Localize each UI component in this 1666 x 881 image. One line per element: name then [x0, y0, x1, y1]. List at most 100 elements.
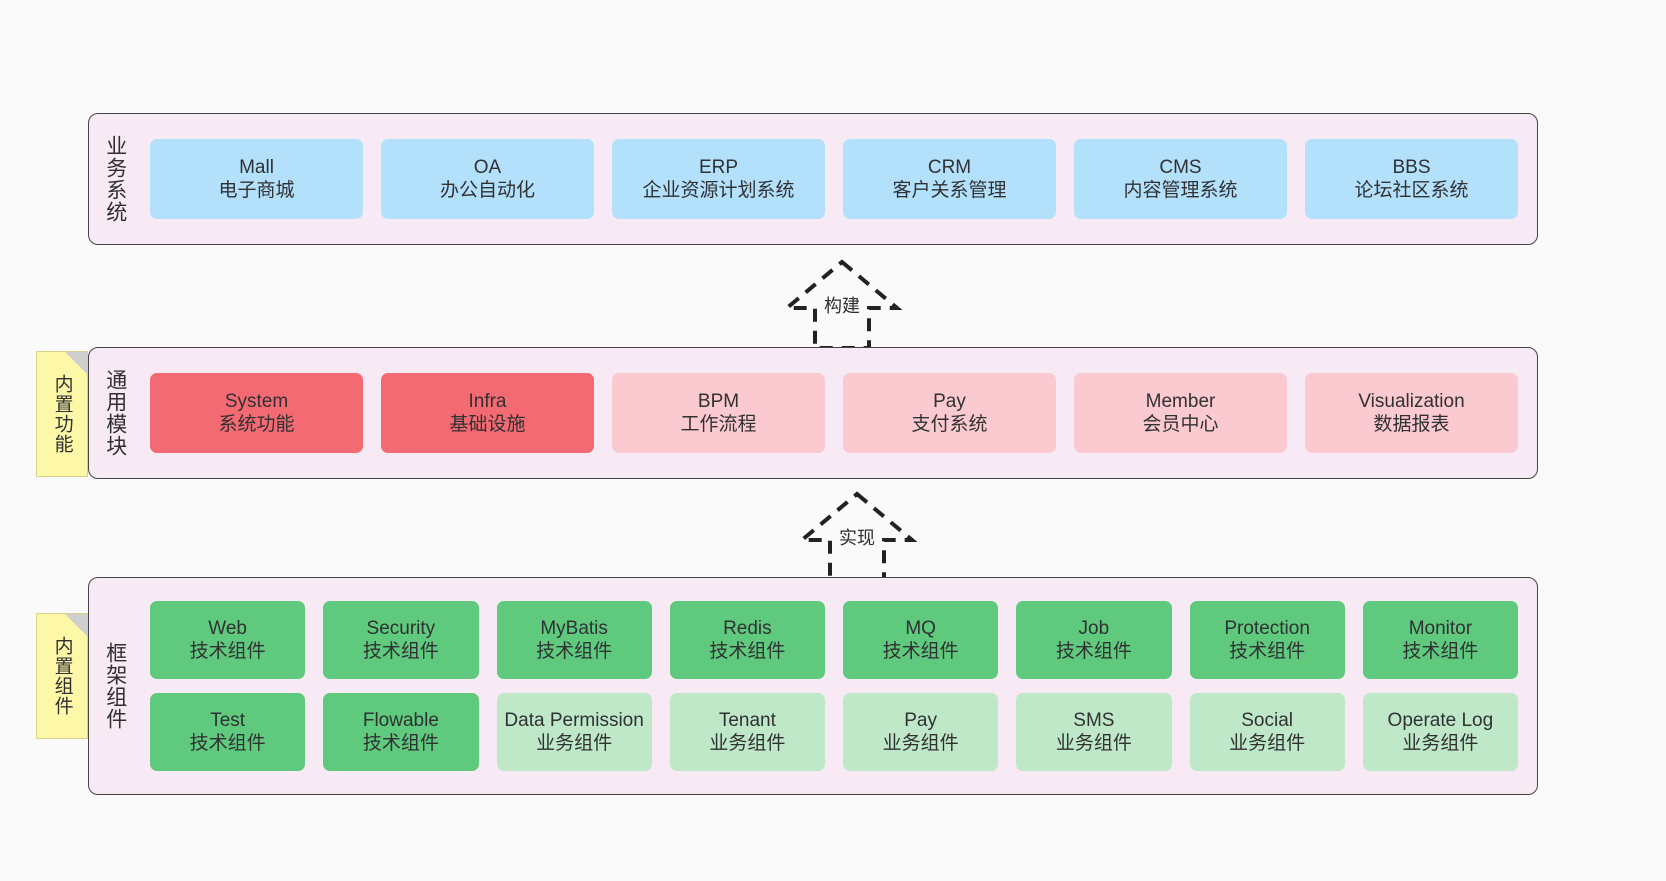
card-mall-en: Mall [239, 156, 274, 178]
card-job-cn: 技术组件 [1055, 641, 1132, 662]
card-bpm-en: BPM [697, 390, 740, 412]
card-web-en: Web [208, 617, 247, 639]
card-bbs-cn: 论坛社区系统 [1354, 180, 1469, 201]
card-operate-log[interactable]: Operate Log 业务组件 [1362, 693, 1518, 771]
card-visualization[interactable]: Visualization 数据报表 [1305, 373, 1518, 453]
card-crm-en: CRM [927, 156, 972, 178]
card-crm[interactable]: CRM 客户关系管理 [843, 139, 1056, 219]
card-web[interactable]: Web 技术组件 [150, 601, 306, 679]
layer-business-systems: 业务系统 Mall 电子商城 OA 办公自动化 ERP 企业资源计划系统 CRM… [88, 113, 1538, 245]
card-tenant-en: Tenant [718, 709, 776, 731]
card-pay-component-en: Pay [904, 709, 937, 731]
card-tenant-cn: 业务组件 [709, 733, 786, 754]
card-monitor-cn: 技术组件 [1402, 641, 1479, 662]
card-protection[interactable]: Protection 技术组件 [1189, 601, 1345, 679]
note-fold-icon [65, 352, 87, 374]
card-bpm[interactable]: BPM 工作流程 [612, 373, 825, 453]
card-mq[interactable]: MQ 技术组件 [843, 601, 999, 679]
card-infra[interactable]: Infra 基础设施 [381, 373, 594, 453]
card-erp-en: ERP [698, 156, 739, 178]
card-pay-module-en: Pay [933, 390, 966, 412]
card-redis-cn: 技术组件 [709, 641, 786, 662]
layer-body-business-systems: Mall 电子商城 OA 办公自动化 ERP 企业资源计划系统 CRM 客户关系… [141, 114, 1537, 244]
note-builtin-features: 内置功能 [36, 351, 88, 477]
layer-title-framework-components: 框架组件 [103, 642, 127, 730]
card-social-cn: 业务组件 [1229, 733, 1306, 754]
card-cms[interactable]: CMS 内容管理系统 [1074, 139, 1287, 219]
card-redis[interactable]: Redis 技术组件 [669, 601, 825, 679]
connector-build: 构建 [757, 256, 927, 352]
card-data-permission-en: Data Permission [504, 709, 644, 731]
card-job-en: Job [1078, 617, 1110, 639]
card-social-en: Social [1241, 709, 1293, 731]
card-security-cn: 技术组件 [362, 641, 439, 662]
card-operate-log-en: Operate Log [1387, 709, 1494, 731]
card-visualization-cn: 数据报表 [1373, 414, 1450, 435]
card-data-permission-cn: 业务组件 [536, 733, 613, 754]
card-monitor[interactable]: Monitor 技术组件 [1362, 601, 1518, 679]
card-data-permission[interactable]: Data Permission 业务组件 [496, 693, 652, 771]
card-erp[interactable]: ERP 企业资源计划系统 [612, 139, 825, 219]
card-security[interactable]: Security 技术组件 [323, 601, 479, 679]
note-fold-icon [65, 614, 87, 636]
card-cms-en: CMS [1159, 156, 1202, 178]
card-operate-log-cn: 业务组件 [1402, 733, 1479, 754]
card-system-en: System [224, 390, 289, 412]
card-flowable[interactable]: Flowable 技术组件 [323, 693, 479, 771]
card-mq-en: MQ [905, 617, 936, 639]
card-sms-en: SMS [1073, 709, 1115, 731]
card-system[interactable]: System 系统功能 [150, 373, 363, 453]
layer-framework-components: 框架组件 Web 技术组件 Security 技术组件 MyBatis 技术组件… [88, 577, 1538, 795]
card-test-en: Test [210, 709, 246, 731]
card-test-cn: 技术组件 [189, 733, 266, 754]
card-oa-cn: 办公自动化 [439, 180, 535, 201]
card-job[interactable]: Job 技术组件 [1016, 601, 1172, 679]
card-pay-module-cn: 支付系统 [911, 414, 988, 435]
card-pay-module[interactable]: Pay 支付系统 [843, 373, 1056, 453]
connector-implement-label: 实现 [839, 528, 875, 548]
card-sms[interactable]: SMS 业务组件 [1016, 693, 1172, 771]
card-erp-cn: 企业资源计划系统 [642, 180, 795, 201]
card-member-en: Member [1145, 390, 1216, 412]
card-pay-component[interactable]: Pay 业务组件 [843, 693, 999, 771]
layer-title-common-modules: 通用模块 [103, 369, 127, 457]
card-system-cn: 系统功能 [218, 414, 295, 435]
card-bbs-en: BBS [1392, 156, 1431, 178]
connector-build-label: 构建 [824, 296, 860, 316]
card-mybatis[interactable]: MyBatis 技术组件 [496, 601, 652, 679]
card-sms-cn: 业务组件 [1055, 733, 1132, 754]
note-builtin-features-label: 内置功能 [51, 374, 73, 454]
card-monitor-en: Monitor [1408, 617, 1473, 639]
framework-row-technical: Web 技术组件 Security 技术组件 MyBatis 技术组件 Redi… [141, 601, 1527, 679]
card-infra-en: Infra [468, 390, 507, 412]
card-test[interactable]: Test 技术组件 [150, 693, 306, 771]
layer-title-business-systems: 业务系统 [103, 135, 127, 223]
card-oa[interactable]: OA 办公自动化 [381, 139, 594, 219]
card-mybatis-en: MyBatis [540, 617, 608, 639]
framework-row-business: Test 技术组件 Flowable 技术组件 Data Permission … [141, 693, 1527, 771]
card-member[interactable]: Member 会员中心 [1074, 373, 1287, 453]
card-redis-en: Redis [723, 617, 772, 639]
card-bbs[interactable]: BBS 论坛社区系统 [1305, 139, 1518, 219]
note-builtin-components-label: 内置组件 [51, 636, 73, 716]
card-mq-cn: 技术组件 [882, 641, 959, 662]
note-builtin-components: 内置组件 [36, 613, 88, 739]
connector-implement: 实现 [772, 488, 942, 584]
card-protection-en: Protection [1224, 617, 1310, 639]
card-visualization-en: Visualization [1358, 390, 1465, 412]
card-web-cn: 技术组件 [189, 641, 266, 662]
card-flowable-en: Flowable [362, 709, 439, 731]
card-flowable-cn: 技术组件 [362, 733, 439, 754]
layer-body-common-modules: System 系统功能 Infra 基础设施 BPM 工作流程 Pay 支付系统… [141, 348, 1537, 478]
card-bpm-cn: 工作流程 [680, 414, 757, 435]
card-member-cn: 会员中心 [1142, 414, 1219, 435]
card-security-en: Security [366, 617, 436, 639]
card-crm-cn: 客户关系管理 [892, 180, 1007, 201]
card-infra-cn: 基础设施 [449, 414, 526, 435]
card-mybatis-cn: 技术组件 [536, 641, 613, 662]
card-social[interactable]: Social 业务组件 [1189, 693, 1345, 771]
card-tenant[interactable]: Tenant 业务组件 [669, 693, 825, 771]
card-mall[interactable]: Mall 电子商城 [150, 139, 363, 219]
card-pay-component-cn: 业务组件 [882, 733, 959, 754]
